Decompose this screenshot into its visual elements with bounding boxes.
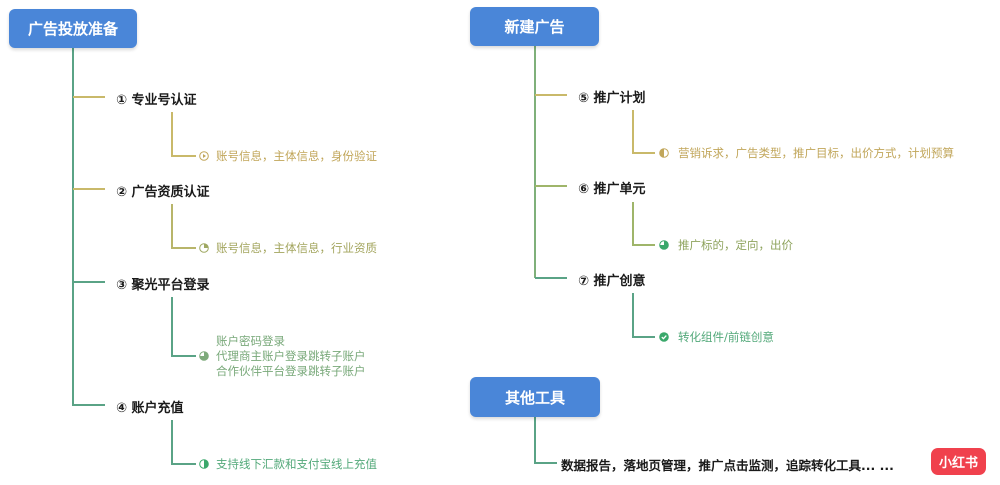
leaf-professional-account-detail: 账号信息，主体信息，身份验证	[216, 149, 377, 163]
tools-connector	[534, 417, 557, 464]
xiaohongshu-logo: 小红书	[931, 448, 986, 475]
play-circle-icon	[199, 151, 209, 161]
leaf-login-detail-3: 合作伙伴平台登录跳转子账户	[216, 364, 366, 378]
leaf-ad-qualification-detail: 账号信息，主体信息，行业资质	[216, 241, 377, 255]
left-leaf-connector-1	[171, 112, 196, 157]
leaf-creative-detail: 转化组件/前链创意	[678, 330, 774, 344]
step-account-recharge: ④ 账户充值	[116, 401, 184, 416]
leaf-login-detail-2: 代理商主账户登录跳转子账户	[216, 349, 366, 363]
xiaohongshu-logo-text: 小红书	[938, 456, 978, 471]
step-professional-account: ① 专业号认证	[116, 93, 197, 108]
root-other-tools-label: 其他工具	[504, 388, 565, 407]
root-new-ad-label: 新建广告	[504, 18, 565, 36]
step-campaign: ⑤ 推广计划	[578, 91, 646, 106]
tools-list: 数据报告，落地页管理，推广点击监测，追踪转化工具... ...	[561, 458, 894, 473]
left-leaf-connector-4	[171, 420, 196, 465]
step-ad-unit: ⑥ 推广单元	[578, 182, 646, 197]
root-ad-preparation-label: 广告投放准备	[27, 20, 118, 38]
half-circle-icon	[199, 459, 209, 469]
pie-three-quarter-icon	[199, 351, 209, 361]
step-ad-qualification: ② 广告资质认证	[116, 185, 210, 200]
pie-three-quarter-icon	[659, 240, 669, 250]
step-creative: ⑦ 推广创意	[578, 274, 646, 289]
right-leaf-connector-6	[632, 202, 655, 246]
left-leaf-connector-3	[171, 297, 196, 357]
step-platform-login: ③ 聚光平台登录	[116, 278, 210, 293]
right-leaf-connector-7	[632, 293, 655, 338]
root-ad-preparation: 广告投放准备	[9, 9, 137, 48]
leaf-ad-unit-detail: 推广标的，定向，出价	[678, 238, 793, 252]
pie-quarter-icon	[199, 243, 209, 253]
half-circle-icon	[659, 148, 669, 158]
left-leaf-connector-2	[171, 204, 196, 249]
leaf-recharge-detail: 支持线下汇款和支付宝线上充值	[216, 457, 377, 471]
root-other-tools: 其他工具	[470, 377, 600, 417]
check-circle-icon	[659, 332, 669, 342]
right-leaf-connector-5	[632, 110, 655, 154]
leaf-campaign-detail: 营销诉求，广告类型，推广目标，出价方式，计划预算	[678, 146, 954, 160]
leaf-login-detail-1: 账户密码登录	[216, 334, 285, 348]
root-new-ad: 新建广告	[470, 7, 599, 46]
